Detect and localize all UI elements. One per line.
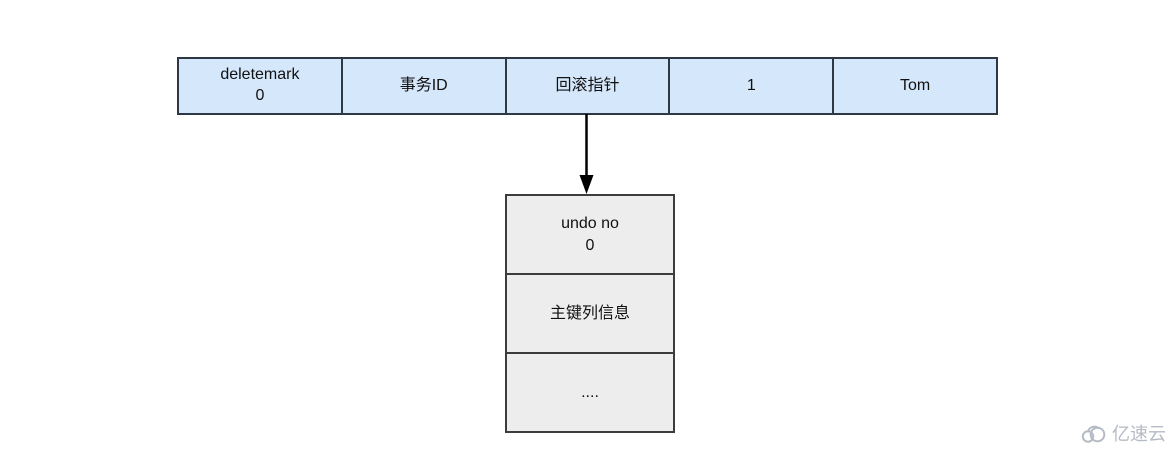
record-cell-label: 事务ID bbox=[399, 76, 448, 94]
undo-cell-label: 主键列信息 bbox=[549, 304, 630, 322]
undo-cell-label: .... bbox=[581, 383, 599, 401]
record-cell-label: Tom bbox=[899, 76, 931, 94]
undo-cell-ellipsis: .... bbox=[507, 354, 673, 431]
watermark-text: 亿速云 bbox=[1112, 424, 1166, 444]
record-cell-label: 回滚指针 bbox=[555, 76, 620, 94]
undo-cell-primary-key-info: 主键列信息 bbox=[507, 275, 673, 354]
record-cell-deletemark: deletemark 0 bbox=[179, 59, 343, 113]
record-cell-rollback-pointer: 回滚指针 bbox=[506, 59, 671, 113]
record-cell-transaction-id: 事务ID bbox=[342, 59, 507, 113]
record-cell-name: Tom bbox=[834, 59, 996, 113]
undo-cell-label: undo no bbox=[561, 214, 619, 232]
cloud-logo-icon bbox=[1081, 425, 1106, 443]
watermark: 亿速云 bbox=[1080, 420, 1166, 446]
record-cell-label: 1 bbox=[746, 76, 756, 94]
undo-log-stack: undo no 0 主键列信息 .... bbox=[505, 194, 675, 433]
record-row: deletemark 0 事务ID 回滚指针 1 Tom bbox=[177, 57, 998, 115]
record-cell-primary-key: 1 bbox=[670, 59, 835, 113]
record-cell-label: deletemark bbox=[220, 66, 300, 84]
rollback-pointer-arrow bbox=[576, 114, 597, 195]
arrow-down-icon bbox=[579, 114, 594, 194]
undo-cell-value: 0 bbox=[585, 236, 595, 254]
undo-cell-undo-no: undo no 0 bbox=[507, 196, 673, 275]
record-cell-value: 0 bbox=[255, 87, 265, 104]
